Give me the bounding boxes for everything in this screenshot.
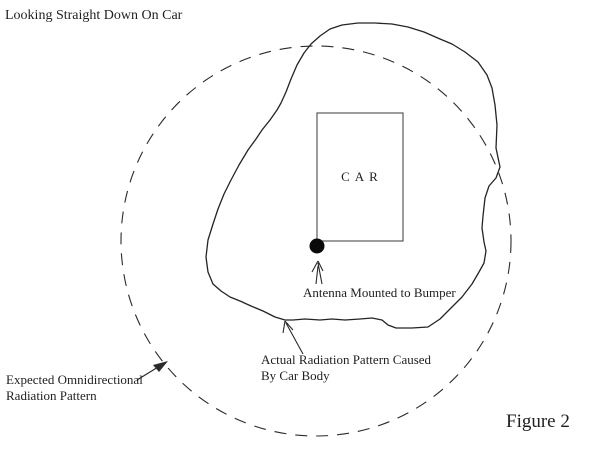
antenna-arrow <box>311 260 324 285</box>
antenna-dot <box>309 238 325 254</box>
expected-pattern-annotation-line1: Expected Omnidirectional <box>6 372 143 387</box>
actual-pattern-arrow <box>282 320 304 355</box>
expected-pattern-arrowhead <box>153 361 168 372</box>
car-rectangle <box>316 112 404 242</box>
actual-pattern-annotation-line2: By Car Body <box>261 368 330 383</box>
actual-pattern-annotation: Actual Radiation Pattern Caused By Car B… <box>261 352 431 384</box>
expected-pattern-annotation-line2: Radiation Pattern <box>6 388 97 403</box>
car-label: CAR <box>341 169 383 184</box>
view-caption: Looking Straight Down On Car <box>5 8 183 23</box>
figure-caption: Figure 2 <box>506 411 570 432</box>
expected-pattern-annotation: Expected Omnidirectional Radiation Patte… <box>6 372 143 404</box>
actual-pattern-annotation-line1: Actual Radiation Pattern Caused <box>261 352 432 367</box>
actual-pattern-outline <box>205 22 501 329</box>
expected-pattern-circle <box>120 45 512 437</box>
antenna-annotation: Antenna Mounted to Bumper <box>303 285 456 300</box>
